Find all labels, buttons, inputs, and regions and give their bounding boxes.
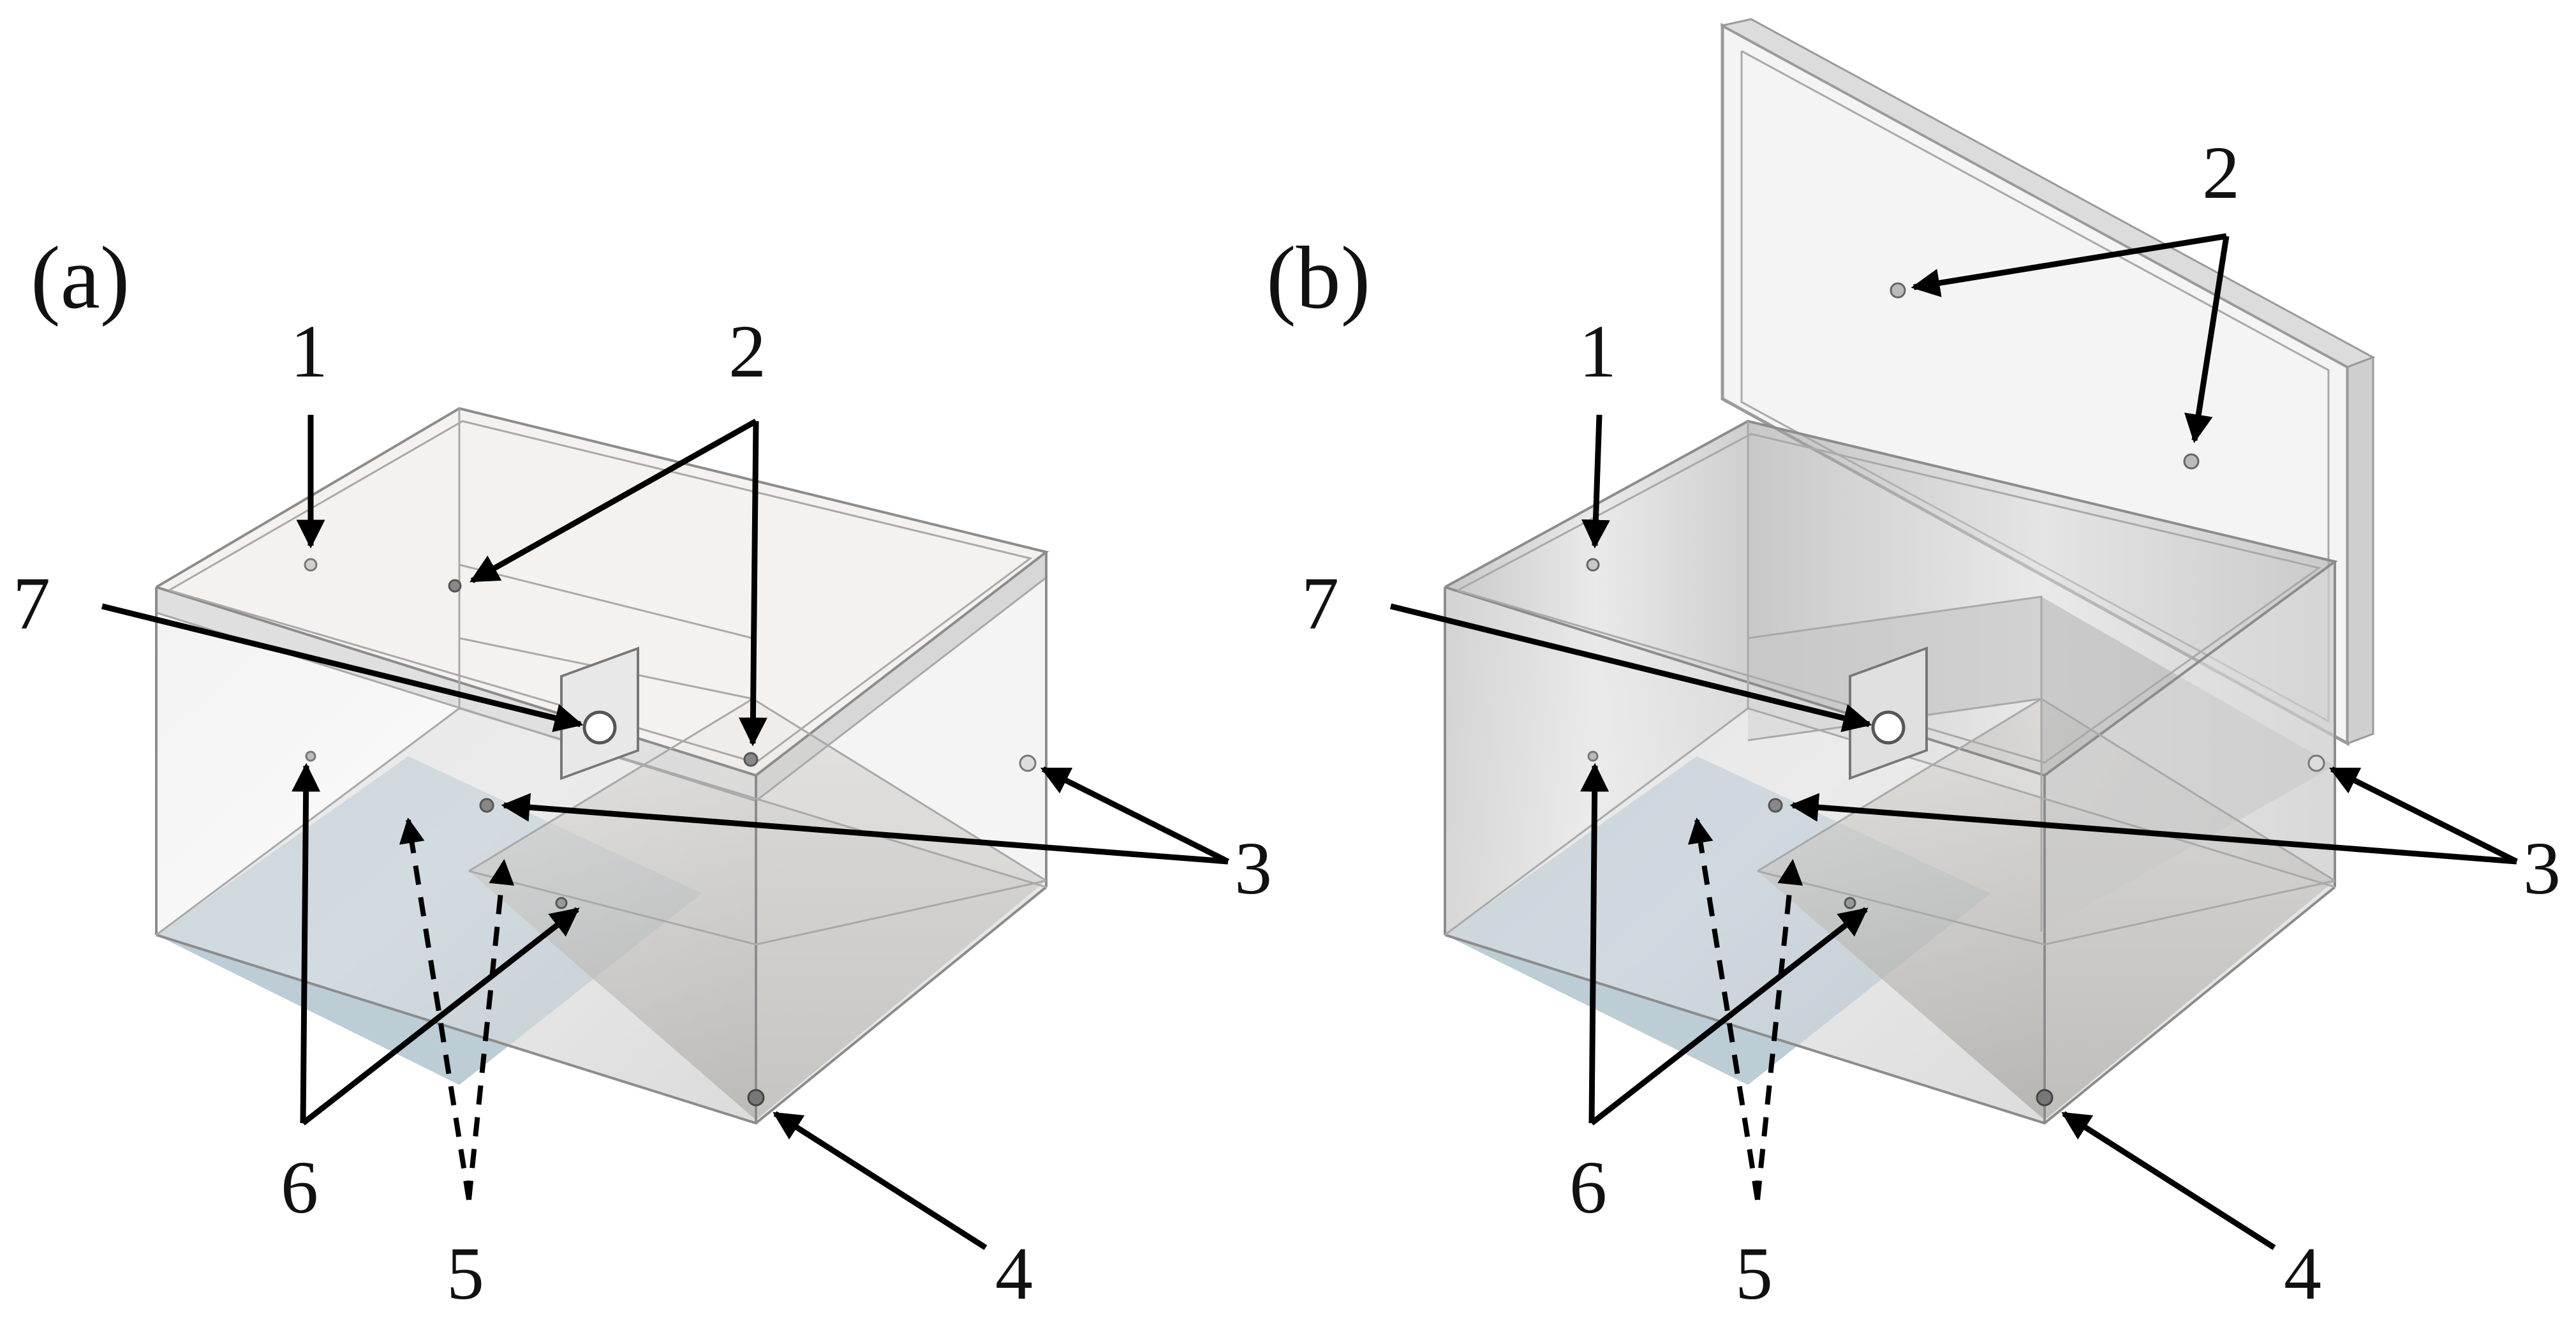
- box-closed: [155, 407, 1049, 1125]
- lid-top-a: [156, 408, 1046, 775]
- callout-1-b: 1: [1579, 310, 1617, 393]
- callout-6-a: 6: [281, 1146, 318, 1229]
- callout-5-b: 5: [1735, 1232, 1773, 1315]
- callout-2-b: 2: [2202, 131, 2240, 214]
- callout-6-b: 6: [1569, 1146, 1607, 1229]
- callout-4-b: 4: [2284, 1232, 2321, 1315]
- panel-label-a: (a): [31, 228, 130, 327]
- callout-4-a: 4: [995, 1232, 1033, 1315]
- panel-b: (b): [1266, 18, 2561, 1315]
- panel-a: (a): [13, 228, 1272, 1315]
- callout-1-a: 1: [290, 310, 328, 393]
- callout-7-a: 7: [13, 562, 50, 645]
- callout-3-b: 3: [2523, 826, 2561, 910]
- callout-5-a: 5: [447, 1232, 484, 1315]
- box-open: [1444, 419, 2338, 1125]
- panel-label-b: (b): [1266, 228, 1370, 327]
- callout-7-b: 7: [1301, 562, 1339, 645]
- callout-3-a: 3: [1234, 826, 1272, 910]
- callout-2-a: 2: [729, 310, 766, 393]
